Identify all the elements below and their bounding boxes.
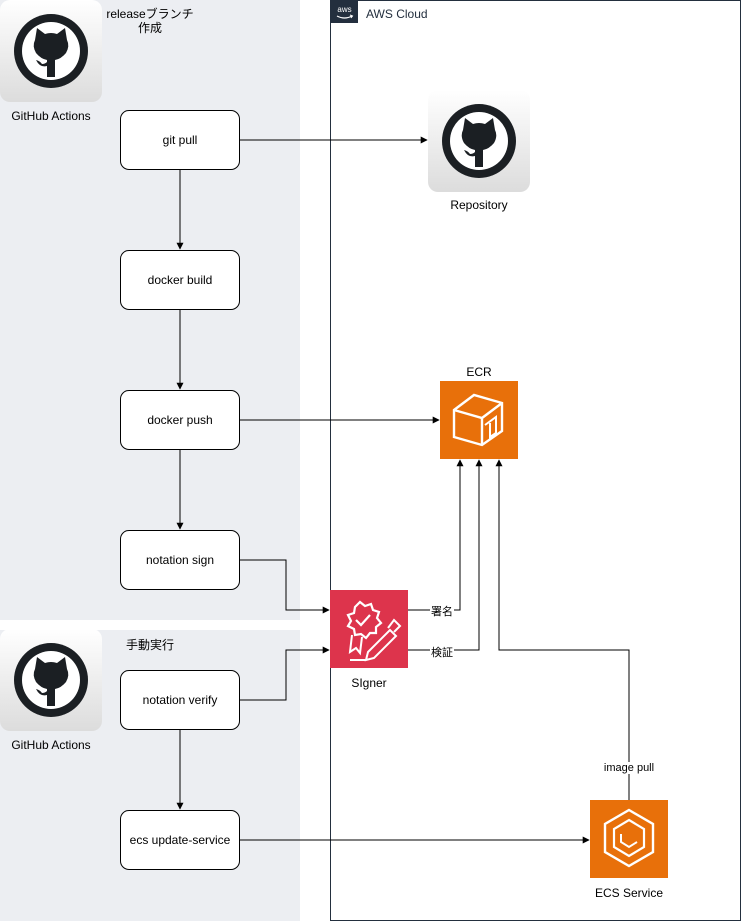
aws-logo-icon: aws [331,1,358,23]
edge-label-verify: 検証 [430,644,454,660]
edge-sign-signer [240,559,330,614]
lane-note-manual: 手動実行 [126,638,175,652]
ecs-service-label: ECS Service [594,886,664,900]
github-actions-icon [0,629,102,731]
lane-note-release: releaseブランチ 作成 [106,7,194,35]
step-docker-build[interactable]: docker build [120,250,240,310]
github-actions-label-manual: GitHub Actions [11,738,91,752]
step-notation-sign-label: notation sign [145,553,215,567]
repository-label: Repository [450,198,508,212]
signer-icon [330,590,408,668]
lane-release [0,0,300,620]
edge-signer-ecr-sign [408,459,464,611]
svg-text:aws: aws [337,5,351,14]
step-git-pull-label: git pull [162,133,198,147]
github-icon [442,104,516,178]
github-actions-icon [0,0,102,102]
repository-icon [428,90,530,192]
edge-ecs-ecr-pull [495,459,630,800]
aws-cloud-group: aws AWS Cloud [330,0,741,921]
github-actions-label-release: GitHub Actions [11,109,91,123]
step-notation-verify[interactable]: notation verify [120,670,240,730]
edge-signer-ecr-verify [408,459,483,651]
aws-cloud-title: AWS Cloud [366,7,428,21]
github-icon [14,14,88,88]
ecr-icon [440,381,518,459]
ecr-label: ECR [466,365,492,379]
step-ecs-update-service[interactable]: ecs update-service [120,810,240,870]
edge-label-sign: 署名 [430,603,454,619]
ecs-icon [590,800,668,878]
signer-label: SIgner [351,676,387,690]
edge-label-image-pull: image pull [602,762,656,774]
step-notation-sign[interactable]: notation sign [120,530,240,590]
edge-verify-signer [240,646,330,701]
step-docker-push-label: docker push [147,413,213,427]
step-ecs-update-label: ecs update-service [129,833,231,847]
step-git-pull[interactable]: git pull [120,110,240,170]
step-docker-build-label: docker build [147,273,213,287]
step-docker-push[interactable]: docker push [120,390,240,450]
step-notation-verify-label: notation verify [142,693,218,707]
github-icon [14,643,88,717]
